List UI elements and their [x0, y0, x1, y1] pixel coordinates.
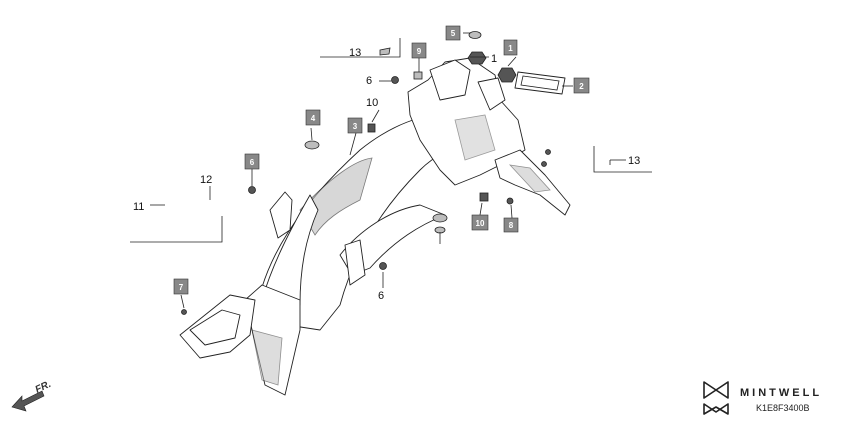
brand-name: MINTWELL	[740, 387, 822, 399]
svg-text:2: 2	[579, 82, 584, 91]
front-direction-indicator: FR.	[11, 379, 53, 412]
direction-arrow-icon	[11, 390, 45, 412]
box-4: 4	[305, 109, 321, 126]
label-13-right: 13	[628, 155, 640, 167]
boxed-callouts: 1 2 3 4 5 6 7 8 9 10	[173, 25, 590, 295]
box-1: 1	[503, 39, 518, 56]
direction-label: FR.	[34, 379, 53, 396]
svg-text:9: 9	[417, 47, 422, 56]
label-12: 12	[200, 174, 212, 186]
svg-text:7: 7	[179, 283, 184, 292]
box-9: 9	[411, 42, 427, 59]
box-3: 3	[347, 117, 363, 134]
hardware	[181, 31, 551, 315]
svg-text:5: 5	[451, 29, 456, 38]
callout-labels: 13 6 1 10 12 11 6 13	[133, 47, 640, 302]
grommet-4	[304, 140, 320, 150]
box-10: 10	[471, 214, 489, 231]
svg-text:8: 8	[509, 221, 514, 230]
diagram-code: K1E8F3400B	[756, 403, 810, 413]
label-6-bottom: 6	[378, 290, 384, 302]
box-7: 7	[173, 278, 189, 295]
svg-text:10: 10	[476, 219, 485, 228]
label-10: 10	[366, 97, 378, 109]
svg-text:6: 6	[250, 158, 255, 167]
box-8: 8	[503, 217, 519, 233]
brand-logo-icon	[703, 381, 729, 415]
leader-lines	[130, 32, 652, 309]
label-1: 1	[491, 53, 497, 65]
box-2: 2	[573, 77, 590, 94]
box-5: 5	[445, 25, 461, 41]
svg-text:3: 3	[353, 122, 358, 131]
label-13-top: 13	[349, 47, 361, 59]
label-11: 11	[133, 201, 144, 213]
label-6-top: 6	[366, 75, 372, 87]
brand-block: MINTWELL K1E8F3400B	[703, 381, 822, 415]
svg-text:4: 4	[311, 114, 316, 123]
box-6: 6	[244, 153, 260, 170]
svg-text:1: 1	[508, 44, 513, 53]
rear-fender-assembly	[179, 57, 571, 396]
